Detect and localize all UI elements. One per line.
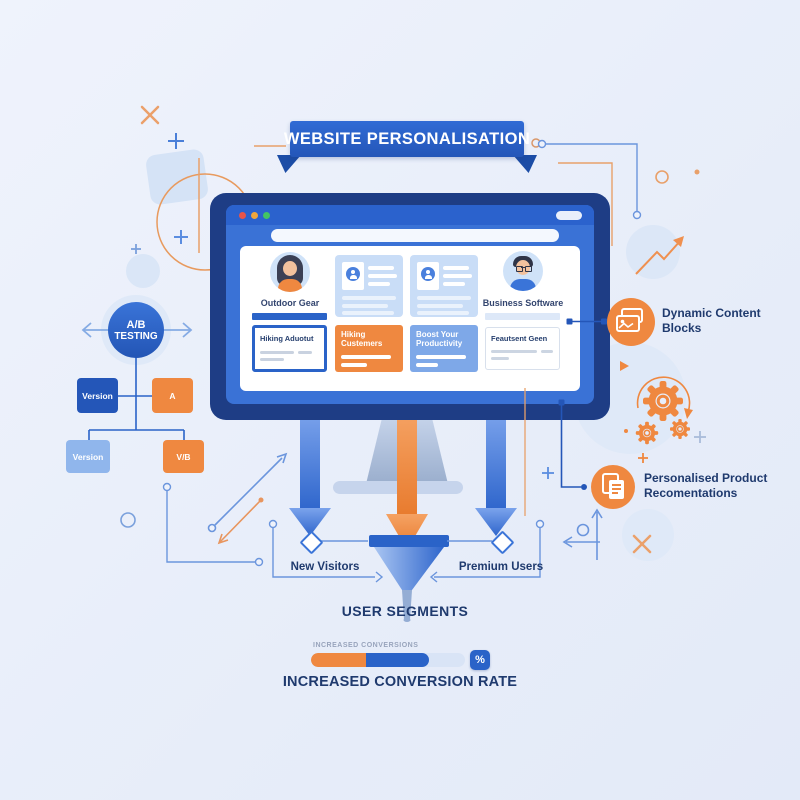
play-marker-icon — [620, 361, 629, 371]
personalised-label-line1: Personalised Product — [644, 471, 768, 485]
banner-tail-right — [513, 155, 537, 173]
man-avatar — [503, 251, 543, 291]
ab-title-line1: A/B — [126, 318, 146, 331]
flow-arrow-left-icon — [289, 412, 331, 536]
ab-box-label: Version — [72, 451, 104, 462]
user-badge-icon — [346, 267, 360, 281]
webpage-panel: Outdoor Gear Hiking Aduotut — [240, 246, 580, 391]
ab-box-label: V/B — [176, 451, 191, 462]
blue-cta-card: Boost Your Productivity — [410, 325, 478, 372]
user-segments-title: USER SEGMENTS — [341, 603, 469, 619]
plus-icon — [168, 133, 184, 149]
diamond-icon-left — [299, 530, 324, 555]
orange-card-line1: Hiking — [341, 330, 366, 339]
dynamic-content-label-line2: Blocks — [662, 321, 702, 335]
content-block-panel — [335, 255, 403, 317]
ab-box-vb: V/B — [163, 440, 204, 473]
plus-icon — [638, 453, 648, 463]
decor-blob — [126, 254, 160, 288]
conversion-progress-orange — [311, 653, 366, 667]
ab-box-version-a: Version — [77, 378, 118, 413]
ab-box-label: A — [169, 390, 176, 401]
banner-title: WEBSITE PERSONALISATION — [283, 129, 531, 148]
banner-tail-left — [277, 155, 301, 173]
segment-underline-left — [252, 313, 327, 320]
profile-label-right: Business Software — [482, 298, 564, 308]
monitor-stand — [333, 418, 463, 494]
growth-arrow-icon — [635, 236, 684, 275]
orange-card-line2: Custemers — [341, 339, 383, 348]
content-block-panel — [410, 255, 478, 317]
personalised-label-line2: Recomentations — [644, 486, 738, 500]
percent-badge: % — [470, 650, 490, 670]
plus-icon — [131, 244, 141, 254]
article-thumb — [417, 262, 439, 290]
ab-box-version-b: Version — [66, 440, 110, 473]
browser-window: Outdoor Gear Hiking Aduotut — [226, 205, 594, 404]
glasses-icon — [516, 266, 523, 272]
diagonal-arrow-orange — [217, 497, 264, 545]
conversion-progress-blue — [366, 653, 429, 667]
monitor: Outdoor Gear Hiking Aduotut — [210, 193, 610, 420]
traffic-light-green-icon — [263, 212, 270, 219]
conversion-mini-label: INCREASED CONVERSIONS — [313, 642, 419, 649]
browser-url-bar — [271, 229, 559, 242]
flow-arrow-middle-icon — [386, 412, 428, 550]
ab-title-line2: TESTING — [114, 330, 158, 342]
product-cards-glyph-icon — [602, 473, 624, 499]
ab-box-a: A — [152, 378, 193, 413]
x-mark-icon — [140, 105, 160, 125]
glasses-icon — [525, 266, 532, 272]
decor-circle-outline — [120, 512, 136, 528]
new-visitors-label: New Visitors — [290, 561, 360, 573]
dynamic-content-icon — [607, 298, 655, 346]
decor-circle-outline — [531, 138, 541, 148]
percent-badge-label: % — [475, 654, 485, 666]
hiking-card-title: Hiking Aduotut — [260, 334, 314, 343]
decor-rounded-square — [146, 149, 208, 205]
content-blocks-glyph-icon — [616, 308, 643, 332]
featured-card-title: Feautsent Geen — [491, 334, 548, 343]
diagonal-arrow-blue — [207, 452, 288, 533]
hiking-card: Hiking Aduotut — [252, 325, 327, 372]
plus-icon — [542, 467, 554, 479]
personalised-product-icon — [591, 465, 635, 509]
decor-blob — [622, 509, 674, 561]
blue-card-line1: Boost Your — [416, 330, 459, 339]
segment-underline-right — [485, 313, 560, 320]
orange-cta-card: Hiking Custemers — [335, 325, 403, 372]
woman-face — [283, 261, 297, 276]
conversion-title: INCREASED CONVERSION RATE — [282, 674, 518, 690]
browser-titlebar — [226, 205, 594, 225]
ab-testing-circle: A/B TESTING — [108, 302, 164, 358]
premium-users-label: Premium Users — [458, 561, 544, 573]
decor-blob — [626, 225, 680, 279]
browser-menu-pill — [556, 211, 582, 220]
connector-bottomleft — [162, 482, 264, 567]
x-mark-icon — [632, 534, 652, 554]
gears-icon — [620, 361, 693, 446]
man-body — [510, 279, 536, 291]
article-thumb — [342, 262, 364, 290]
user-badge-icon — [421, 267, 435, 281]
plus-icon — [694, 431, 706, 443]
corner-arrows-icon — [562, 508, 603, 560]
featured-card: Feautsent Geen — [485, 327, 560, 370]
traffic-light-yellow-icon — [251, 212, 258, 219]
banner-ribbon: WEBSITE PERSONALISATION — [284, 121, 530, 157]
flow-arrow-right-icon — [475, 412, 517, 536]
profile-label-left: Outdoor Gear — [260, 298, 320, 308]
woman-avatar — [270, 252, 310, 292]
plus-icon — [174, 230, 188, 244]
woman-body — [278, 279, 302, 292]
conversion-progress-track — [311, 653, 465, 667]
traffic-light-red-icon — [239, 212, 246, 219]
ab-box-label: Version — [82, 390, 113, 401]
decor-circle-outline — [655, 170, 669, 184]
blue-card-line2: Productivity — [416, 339, 463, 348]
dynamic-content-label-line1: Dynamic Content — [662, 306, 761, 320]
diamond-icon-right — [490, 530, 515, 555]
